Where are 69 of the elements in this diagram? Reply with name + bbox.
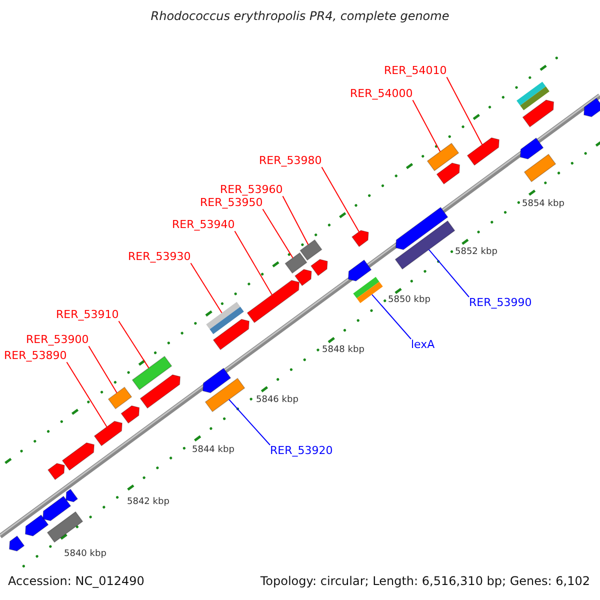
gene-label: RER_53930	[128, 251, 191, 264]
gene-feature	[394, 220, 456, 270]
gene-feature	[66, 488, 78, 502]
leader-line	[446, 76, 483, 146]
scale-label: 5840 kbp	[64, 550, 106, 560]
gene-label: RER_54010	[384, 65, 447, 78]
gene-feature	[8, 535, 25, 552]
gene-feature	[584, 98, 600, 118]
gene-feature	[284, 252, 308, 274]
gene-label: RER_53950	[200, 197, 263, 210]
gene-feature	[395, 206, 448, 250]
gene-feature	[120, 405, 140, 424]
leader-line	[321, 166, 360, 232]
scale-label: 5842 kbp	[127, 498, 170, 508]
scale-label: 5852 kbp	[455, 248, 498, 258]
gene-label: RER_53910	[56, 309, 119, 322]
gene-feature	[466, 137, 500, 166]
gene-feature	[516, 82, 550, 110]
gene-feature	[351, 230, 369, 248]
gene-feature	[140, 374, 181, 409]
gene-label: RER_53980	[259, 155, 322, 168]
gene-feature	[294, 268, 312, 286]
leader-line	[228, 398, 270, 446]
gene-feature	[353, 276, 383, 304]
gene-feature	[94, 420, 122, 446]
gene-feature	[524, 154, 556, 182]
title: Rhodococcus erythropolis PR4, complete genome	[150, 10, 450, 24]
scale-label: 5844 kbp	[192, 446, 234, 456]
gene-feature	[46, 511, 84, 543]
leader-line	[412, 100, 441, 152]
gene-feature	[246, 280, 300, 324]
scale-label: 5846 kbp	[256, 396, 298, 406]
leader-line	[234, 230, 272, 296]
gene-feature	[24, 514, 49, 536]
leader-line	[66, 362, 108, 428]
gene-feature	[348, 260, 372, 282]
gene-feature	[202, 368, 232, 394]
gene-feature	[300, 239, 322, 261]
footer-note: Accession: NC_012490	[8, 575, 144, 588]
gene-feature	[520, 138, 544, 160]
leader-line	[282, 196, 309, 246]
leader-line	[428, 249, 470, 298]
scale-label: 5848 kbp	[322, 346, 364, 356]
gene-label: RER_53960	[220, 184, 283, 196]
gene-feature	[206, 302, 244, 334]
gene-feature	[204, 378, 246, 412]
gene-feature	[42, 496, 72, 522]
gene-feature	[132, 356, 172, 390]
scale-label: 5854 kbp	[522, 200, 564, 210]
leader-line	[118, 320, 150, 368]
footer-note: Topology: circular; Length: 6,516,310 bp; Genes: 6,102	[260, 575, 590, 588]
gene-label: RER_53900	[26, 334, 89, 346]
gene-label: RER_53890	[4, 350, 67, 362]
gene-feature	[47, 462, 65, 480]
gene-feature	[310, 258, 328, 276]
gene-feature	[426, 142, 460, 172]
leader-line	[262, 208, 294, 258]
scale-label: 5850 kbp	[388, 296, 430, 306]
gene-label: RER_54000	[350, 88, 413, 100]
gene-feature	[522, 100, 554, 128]
gene-label: RER_53940	[172, 219, 235, 232]
gene-feature	[436, 162, 460, 184]
gene-feature	[62, 442, 95, 471]
gene-label: lexA	[411, 339, 435, 352]
gene-label: RER_53920	[270, 445, 333, 458]
gene-feature	[212, 318, 250, 350]
gene-label: RER_53990	[469, 297, 532, 310]
leader-line	[190, 262, 222, 314]
gene-feature	[108, 386, 132, 410]
